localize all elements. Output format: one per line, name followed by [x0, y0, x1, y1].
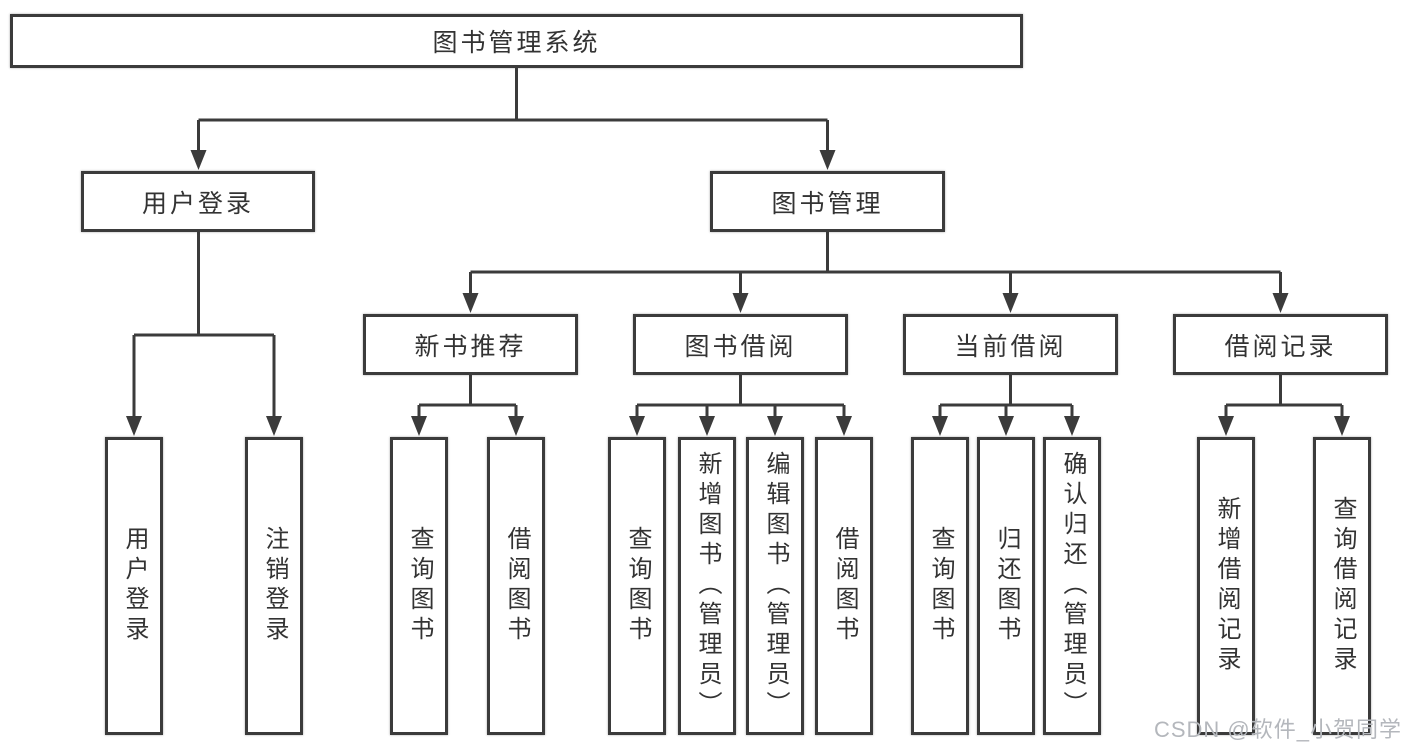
leaf-query-book-recommend-label: 查询图书 — [406, 526, 433, 646]
leaf-add-borrow-record-label: 新增借阅记录 — [1213, 496, 1240, 676]
leaf-borrow-book-recommend-label: 借阅图书 — [503, 526, 530, 646]
leaf-return-book: 归还图书 — [977, 437, 1035, 735]
node-book-management: 图书管理 — [710, 171, 945, 232]
leaf-borrow-book: 借阅图书 — [815, 437, 873, 735]
node-new-book-recommend: 新书推荐 — [363, 314, 578, 375]
connector-lines — [132, 68, 1344, 418]
leaf-add-book-admin: 新增图书（管理员） — [678, 437, 736, 735]
leaf-query-book-recommend: 查询图书 — [390, 437, 448, 735]
csdn-watermark: CSDN @软件_小贺同学 — [1153, 717, 1402, 742]
connector-arrowheads — [126, 150, 1350, 436]
leaf-query-borrow-record-label: 查询借阅记录 — [1329, 496, 1356, 676]
leaf-confirm-return-admin-label: 确认归还（管理员） — [1059, 451, 1086, 721]
leaf-query-book-current: 查询图书 — [911, 437, 969, 735]
leaf-query-book-borrow-label: 查询图书 — [624, 526, 651, 646]
leaf-add-book-admin-label: 新增图书（管理员） — [694, 451, 721, 721]
leaf-confirm-return-admin: 确认归还（管理员） — [1043, 437, 1101, 735]
leaf-query-book-current-label: 查询图书 — [927, 526, 954, 646]
leaf-borrow-book-label: 借阅图书 — [831, 526, 858, 646]
leaf-user-login: 用户登录 — [105, 437, 163, 735]
leaf-edit-book-admin-label: 编辑图书（管理员） — [762, 451, 789, 721]
leaf-return-book-label: 归还图书 — [993, 526, 1020, 646]
leaf-query-borrow-record: 查询借阅记录 — [1313, 437, 1371, 735]
node-book-borrow: 图书借阅 — [633, 314, 848, 375]
leaf-logout-label: 注销登录 — [261, 526, 288, 646]
leaf-add-borrow-record: 新增借阅记录 — [1197, 437, 1255, 735]
node-user-login: 用户登录 — [81, 171, 315, 232]
leaf-query-book-borrow: 查询图书 — [608, 437, 666, 735]
node-root-library-system: 图书管理系统 — [10, 14, 1023, 68]
leaf-edit-book-admin: 编辑图书（管理员） — [746, 437, 804, 735]
node-borrow-record: 借阅记录 — [1173, 314, 1388, 375]
node-current-borrow: 当前借阅 — [903, 314, 1118, 375]
leaf-logout: 注销登录 — [245, 437, 303, 735]
leaf-user-login-label: 用户登录 — [121, 526, 148, 646]
leaf-borrow-book-recommend: 借阅图书 — [487, 437, 545, 735]
